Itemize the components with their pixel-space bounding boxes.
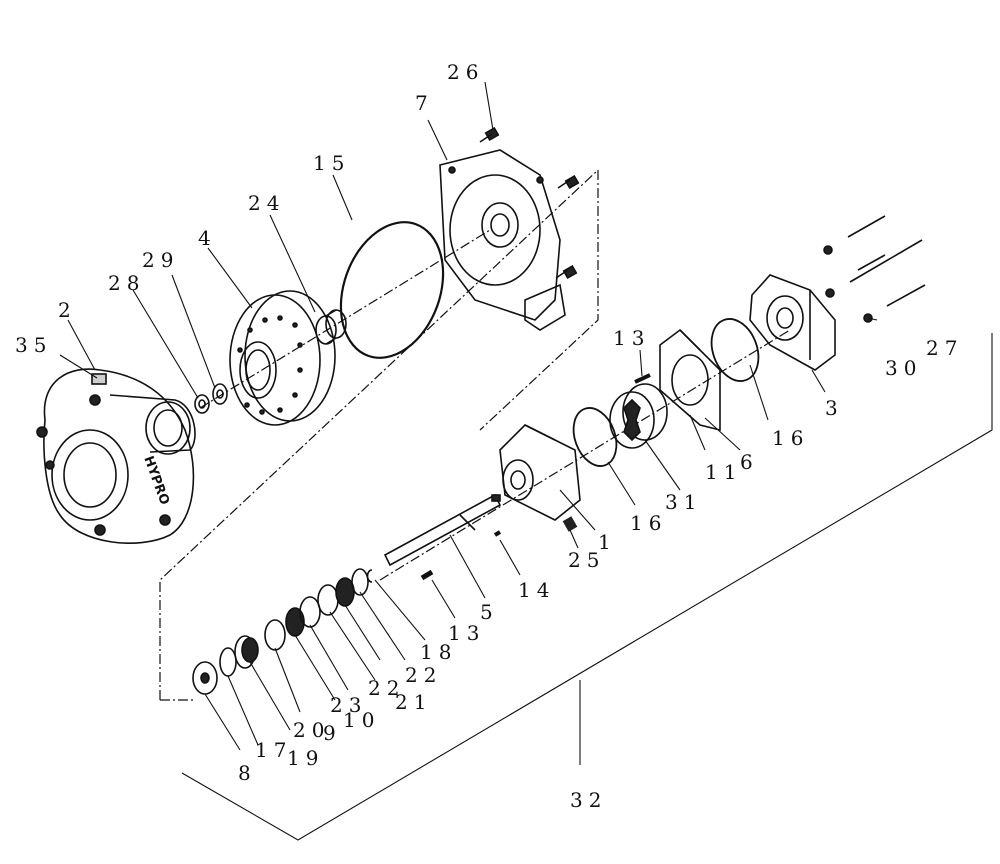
callout-28: 28 [108,271,146,295]
callout-17: 17 [255,738,293,762]
callout-5: 5 [480,600,499,624]
bearing-housing-part-7 [439,149,566,331]
pin-part-13a [634,373,651,384]
clip-part-18 [366,569,373,583]
callout-26: 26 [447,60,485,84]
callout-23: 23 [330,693,368,717]
callout-24: 24 [248,191,286,215]
callout-4: 4 [198,226,217,250]
callout-15: 15 [313,151,351,175]
nut-part-28 [194,394,210,414]
callout-27: 27 [926,336,964,360]
callout-1: 1 [598,530,617,554]
callout-35: 35 [15,333,53,357]
bracket-32 [181,333,993,841]
callout-16-left: 16 [630,511,668,535]
callout-21: 21 [395,690,433,714]
oring-part-16b [572,407,618,467]
seal-part-24 [315,309,347,345]
callout-16-right: 16 [772,426,810,450]
seal-part-9 [241,637,259,663]
callout-13-bottom: 13 [448,621,486,645]
part-22b [351,568,369,596]
part-21 [317,584,339,616]
callout-6: 6 [740,450,759,474]
seal-stack [192,568,373,695]
bolt-part-26 [479,126,580,280]
callout-31: 31 [665,490,703,514]
callout-7: 7 [415,91,434,115]
callout-8: 8 [238,761,257,785]
callout-11: 11 [705,460,743,484]
callout-29: 29 [142,248,180,272]
part-20 [264,619,286,651]
callout-30: 30 [885,356,923,380]
callout-9: 9 [323,721,342,745]
pump-body-part-6 [659,328,721,432]
pump-housing-part-2 [36,368,196,544]
callout-32: 32 [570,788,608,812]
callout-25: 25 [568,548,606,572]
washer-part-30 [823,245,873,323]
carrier-part-1 [499,424,581,521]
callout-14: 14 [518,578,556,602]
key-part-13b [420,569,434,581]
part-10 [299,596,321,628]
end-cover-part-3 [749,274,836,371]
callout-2: 2 [58,298,77,322]
callout-13-top: 13 [613,326,651,350]
center-axis-2 [379,329,791,581]
oring-part-16a [710,318,760,382]
callout-22-lower: 22 [368,676,406,700]
oring-part-15 [339,221,445,359]
key-part-14 [493,530,502,537]
part-23 [285,607,305,637]
shaft-part-5 [383,493,502,567]
callout-10: 10 [343,708,381,732]
gerotor-part-31 [609,383,668,449]
bolt-part-27 [847,215,926,307]
ring-part-17 [219,647,237,677]
housing-brand-text: HYPRO [140,454,172,507]
bolt-part-25 [562,516,578,532]
assembly-boundary-dashed [159,168,599,700]
impeller-part-4 [229,290,336,426]
callout-20: 20 [293,718,331,742]
callout-18: 18 [420,640,458,664]
leader-lines [59,81,878,751]
callout-19: 19 [287,746,325,770]
callout-22-upper: 22 [405,663,443,687]
callout-3: 3 [825,396,844,420]
washer-part-29 [212,383,228,405]
